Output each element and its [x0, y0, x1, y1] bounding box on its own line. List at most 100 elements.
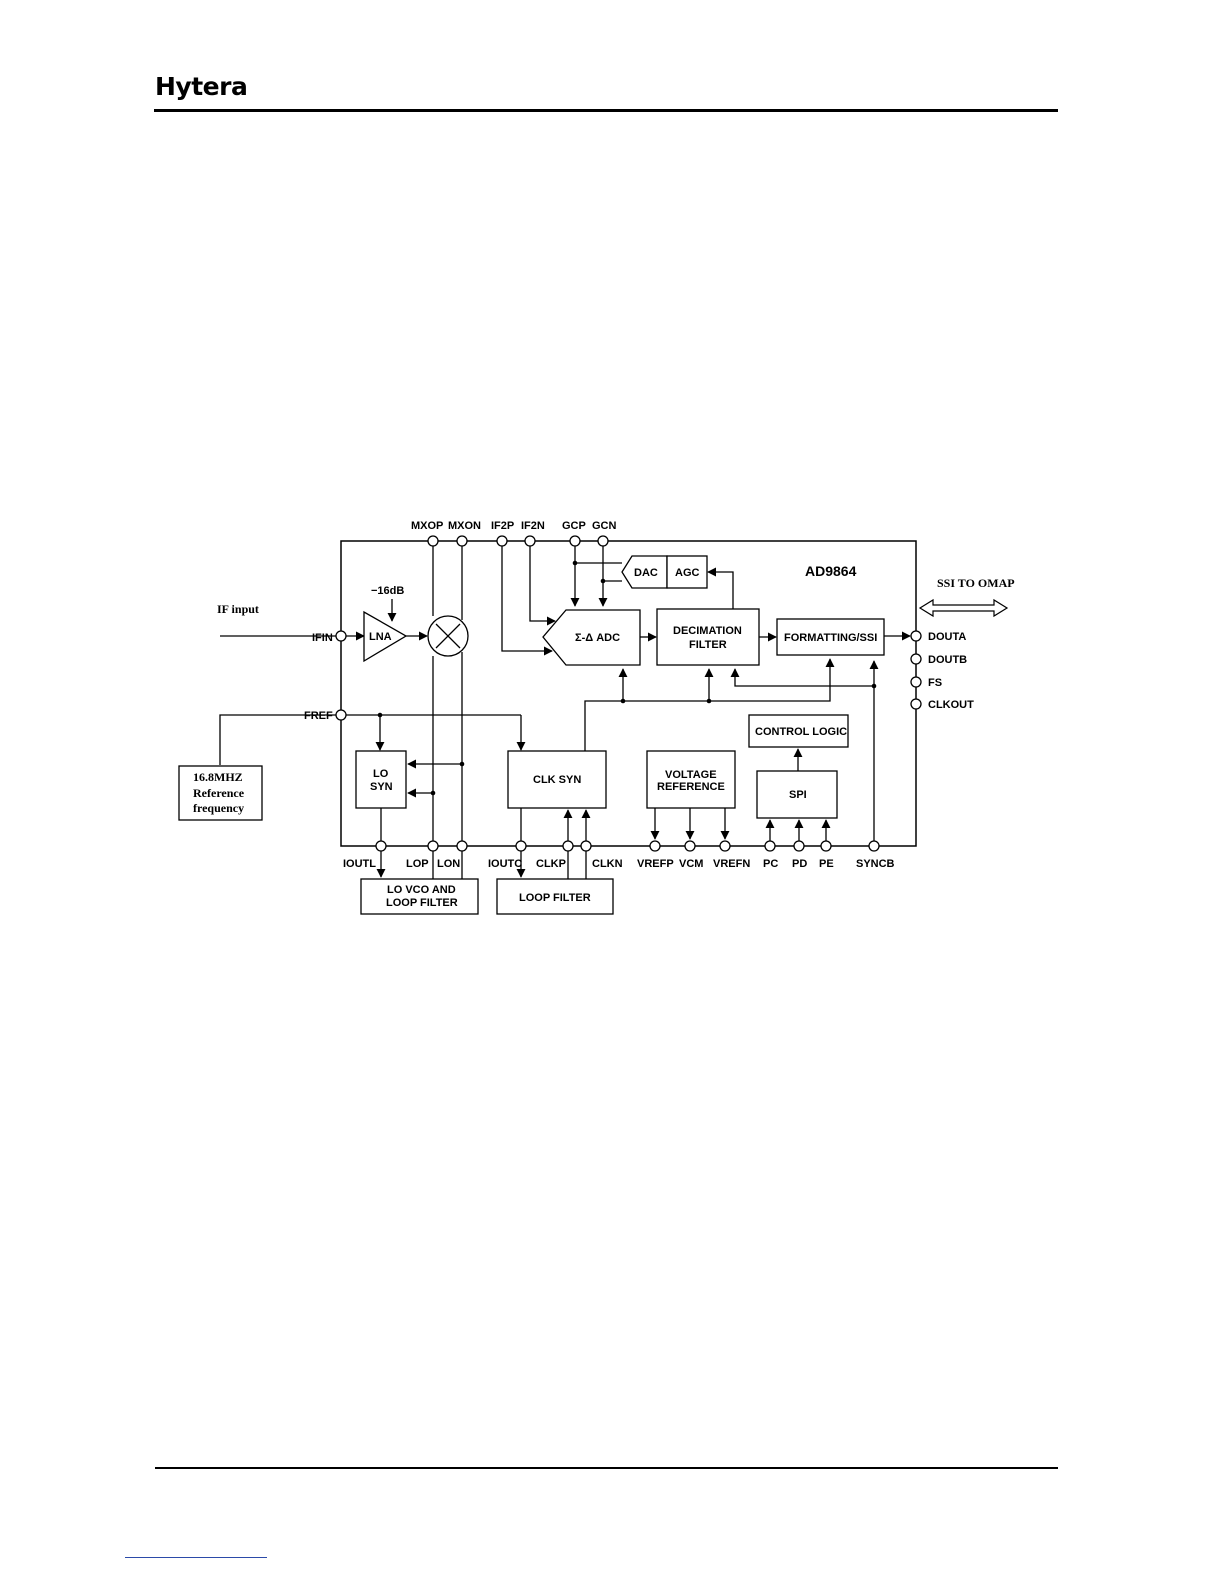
doutb-label: DOUTB [928, 654, 967, 666]
ssi-to-omap-label: SSI TO OMAP [937, 576, 1015, 590]
dac-block [621, 555, 668, 589]
if2n-pin [524, 535, 536, 547]
decimation-to-agc-wire [707, 567, 734, 609]
if2n-wire [529, 546, 556, 626]
formatting-ssi-block [776, 618, 885, 656]
reference-oscillator-box [178, 765, 263, 821]
clkp-label: CLKP [536, 858, 566, 870]
vrefp-label: VREFP [637, 858, 674, 870]
ioutl-pin [375, 840, 387, 852]
lop-label: LOP [406, 858, 429, 870]
syncb-to-decimation-wire [730, 668, 874, 687]
ioutc-pin [515, 840, 527, 852]
vcm-pin [684, 840, 696, 852]
lo-vco-loop-filter-block [360, 878, 479, 915]
decimation-label-2: FILTER [689, 639, 727, 651]
lna-block [363, 610, 408, 663]
syncb-label: SYNCB [856, 858, 895, 870]
voltage-ref-label-2: REFERENCE [657, 781, 725, 793]
clkout-label: CLKOUT [928, 699, 974, 711]
clkn-pin [580, 840, 592, 852]
dac-label: DAC [634, 567, 658, 579]
lon-junction [459, 761, 465, 767]
ioutc-label: IOUTC [488, 858, 522, 870]
lo-vco-label-1: LO VCO AND [387, 884, 456, 896]
fref-label: FREF [304, 710, 333, 722]
gcp-junction [572, 560, 578, 566]
ref-osc-line-2: Reference [193, 786, 245, 800]
ref-osc-wire [219, 714, 336, 765]
lo-syn-label-2: SYN [370, 781, 393, 793]
lo-syn-block [355, 750, 407, 809]
vrefn-pin [719, 840, 731, 852]
ssi-double-arrow [918, 598, 1009, 618]
loop-filter-label: LOOP FILTER [519, 892, 591, 904]
fs-pin [910, 676, 922, 688]
lop-pin [427, 840, 439, 852]
clk-syn-block [507, 750, 607, 809]
mxon-label: MXON [448, 520, 481, 532]
fref-junction [377, 712, 383, 718]
hytera-logo: Hytera [155, 72, 248, 101]
mxop-pin [427, 535, 439, 547]
control-logic-block [748, 714, 849, 748]
gcn-label: GCN [592, 520, 617, 532]
syncb-junction [871, 683, 877, 689]
lna-label: LNA [369, 631, 392, 643]
clkout-pin [910, 698, 922, 710]
pd-label: PD [792, 858, 807, 870]
douta-label: DOUTA [928, 631, 966, 643]
if2p-pin [496, 535, 508, 547]
chip-outline [340, 540, 917, 847]
agc-label: AGC [675, 567, 700, 579]
lop-junction [430, 790, 436, 796]
header-rule [154, 109, 1058, 112]
clk-junction-decimation [706, 698, 712, 704]
decimation-label-1: DECIMATION [673, 625, 742, 637]
ref-osc-line-3: frequency [193, 801, 244, 815]
footer-rule [155, 1467, 1058, 1469]
vrefn-label: VREFN [713, 858, 750, 870]
adc-block [542, 609, 641, 666]
mxon-pin [456, 535, 468, 547]
if2p-wire [501, 546, 553, 656]
decimation-filter-block [656, 608, 760, 666]
syncb-pin [868, 840, 880, 852]
footer-link-underline [125, 1557, 267, 1558]
if2n-label: IF2N [521, 520, 545, 532]
ifin-label: IFIN [312, 632, 333, 644]
fref-pin [335, 709, 347, 721]
pc-label: PC [763, 858, 778, 870]
doutb-pin [910, 653, 922, 665]
gcp-pin [569, 535, 581, 547]
fs-label: FS [928, 677, 942, 689]
ioutl-label: IOUTL [343, 858, 376, 870]
vrefp-pin [649, 840, 661, 852]
gcn-junction [600, 578, 606, 584]
ref-osc-line-1: 16.8MHZ [193, 770, 243, 784]
pd-pin [793, 840, 805, 852]
lon-pin [456, 840, 468, 852]
douta-pin [910, 630, 922, 642]
lo-vco-label-2: LOOP FILTER [386, 897, 458, 909]
voltage-reference-block [646, 750, 736, 809]
gcn-pin [597, 535, 609, 547]
gcp-label: GCP [562, 520, 586, 532]
formatting-label: FORMATTING/SSI [784, 632, 877, 644]
lo-syn-label-1: LO [373, 768, 389, 780]
clk-syn-label: CLK SYN [533, 774, 581, 786]
if-input-label: IF input [217, 602, 259, 616]
if2p-label: IF2P [491, 520, 514, 532]
spi-label: SPI [789, 789, 807, 801]
mixer-x-icon-2 [435, 623, 461, 649]
pe-pin [820, 840, 832, 852]
mxop-label: MXOP [411, 520, 443, 532]
adc-label: Σ-Δ ADC [575, 632, 620, 644]
vcm-label: VCM [679, 858, 703, 870]
chip-name: AD9864 [805, 563, 857, 579]
clkn-label: CLKN [592, 858, 623, 870]
voltage-ref-label-1: VOLTAGE [665, 769, 717, 781]
agc-block [666, 555, 708, 589]
clkp-pin [562, 840, 574, 852]
